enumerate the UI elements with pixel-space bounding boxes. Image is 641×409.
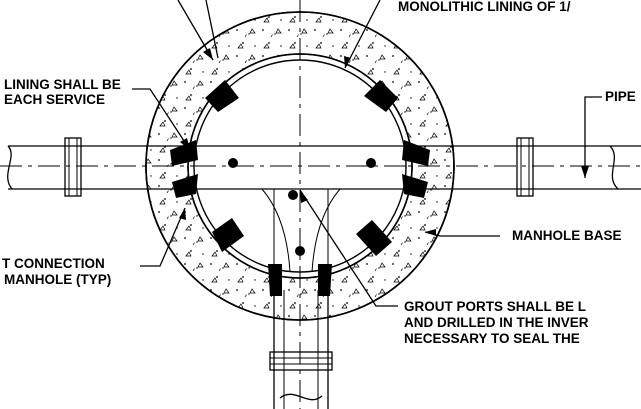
manhole-interior [187,0,413,409]
callouts: MONOLITHIC LINING OF 1/ LINING SHALL BE … [2,0,636,346]
grout-port [366,158,376,168]
label-lining-shall-be: LINING SHALL BE [4,77,121,92]
grout-port [288,190,298,200]
seal-blocks [170,80,430,296]
label-each-service: EACH SERVICE [4,92,105,107]
leader-lines [130,0,605,307]
label-manhole-base: MANHOLE BASE [512,228,622,243]
label-grout-line3: NECESSARY TO SEAL THE [404,331,580,346]
label-grout-line2: AND DRILLED IN THE INVER [404,315,589,330]
label-manhole-typ: MANHOLE (TYP) [4,272,111,287]
grout-port [228,158,238,168]
label-connection: T CONNECTION [2,256,105,271]
grout-ports [228,158,376,256]
label-grout-line1: GROUT PORTS SHALL BE L [404,299,586,314]
label-monolithic: MONOLITHIC LINING OF 1/ [398,0,571,14]
grout-port [295,246,305,256]
label-pipe: PIPE [605,89,636,104]
